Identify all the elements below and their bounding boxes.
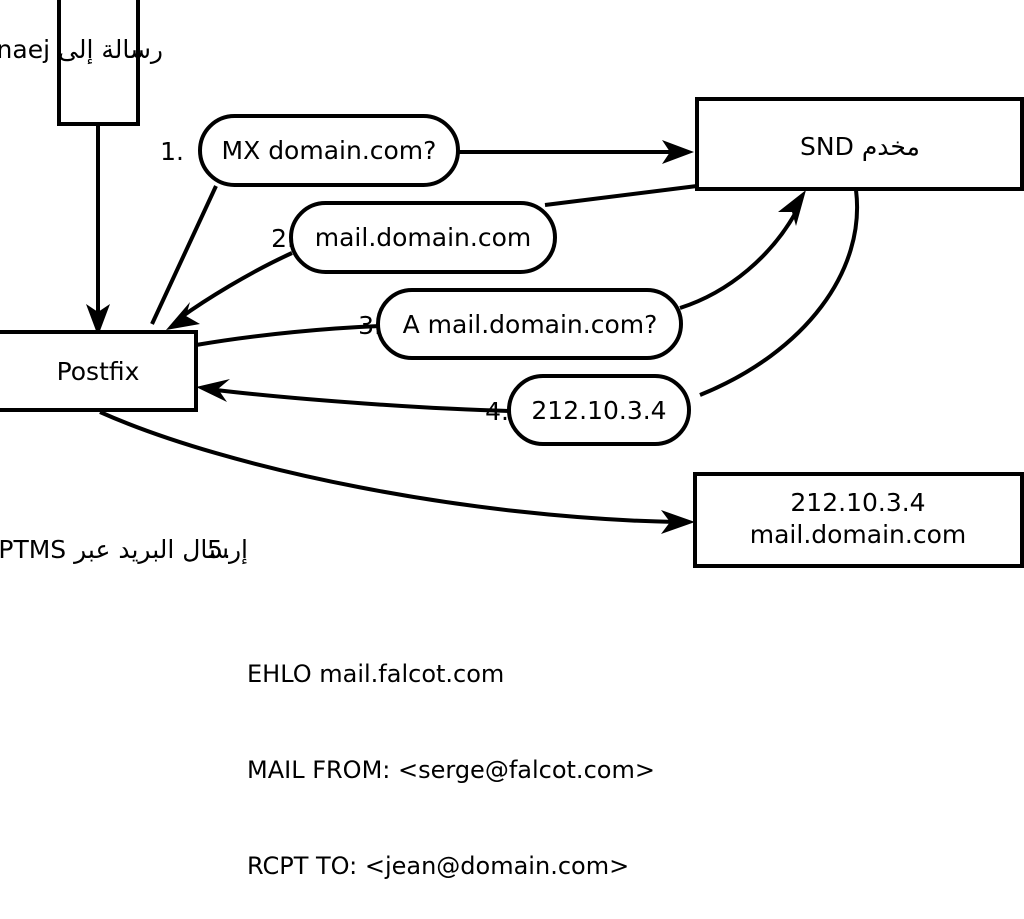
edge-dns-to-step4: [699, 189, 860, 397]
smtp-transcript: EHLO mail.falcot.com MAIL FROM: <serge@f…: [247, 594, 847, 919]
transcript-line: EHLO mail.falcot.com: [247, 660, 505, 688]
bubble-step2: [289, 201, 557, 274]
step5-label: إرسال البريد عبر SMTP: [0, 535, 248, 565]
edge-postfix-to-target: [99, 410, 677, 524]
target-box: [693, 472, 1024, 568]
message-caption: رسالة إلى jean@domain.com: [0, 35, 163, 65]
bubble-step2-label: mail.domain.com: [315, 223, 531, 252]
dns-box-label: مخدم DNS: [800, 132, 920, 161]
edge-step2-to-postfix: [178, 251, 293, 320]
transcript-line: MAIL FROM: <serge@falcot.com>: [247, 756, 655, 784]
edge-step1-to-postfix: [150, 185, 218, 325]
arrowhead-postfix-to-target: [661, 510, 695, 534]
step-number-5: 5.: [207, 535, 231, 564]
edge-step3-to-dns: [679, 211, 798, 310]
step-number-3: 3.: [358, 311, 382, 340]
transcript-line: RCPT TO: <jean@domain.com>: [247, 852, 630, 880]
postfix-box-label: Postfix: [57, 357, 140, 386]
arrowhead-step3-to-dns: [778, 190, 806, 226]
bubble-step4-label: 212.10.3.4: [531, 396, 666, 425]
bubble-step3: [376, 288, 683, 360]
target-box-line1: 212.10.3.4: [790, 488, 925, 517]
step-number-2: 2.: [271, 224, 295, 253]
edge-postfix-to-step3: [195, 324, 381, 347]
step-number-1: 1.: [160, 137, 184, 166]
arrowhead-step1-to-dns: [662, 140, 694, 164]
postfix-box: [0, 330, 198, 412]
bubble-step4: [507, 374, 691, 446]
sender-box: [57, 0, 140, 126]
arrowhead-sender-to-postfix: [86, 304, 110, 336]
arrowhead-step4-to-postfix: [196, 379, 230, 402]
edge-dns-to-step2: [544, 184, 698, 207]
arrowhead-step2-to-postfix: [166, 302, 200, 330]
dns-box: [695, 97, 1024, 191]
target-box-line2: mail.domain.com: [750, 520, 966, 549]
bubble-step3-label: A mail.domain.com?: [403, 310, 658, 339]
edge-step4-to-postfix: [215, 388, 511, 413]
bubble-step1: [198, 114, 460, 187]
step-number-4: 4.: [485, 397, 509, 426]
bubble-step1-label: MX domain.com?: [222, 136, 437, 165]
